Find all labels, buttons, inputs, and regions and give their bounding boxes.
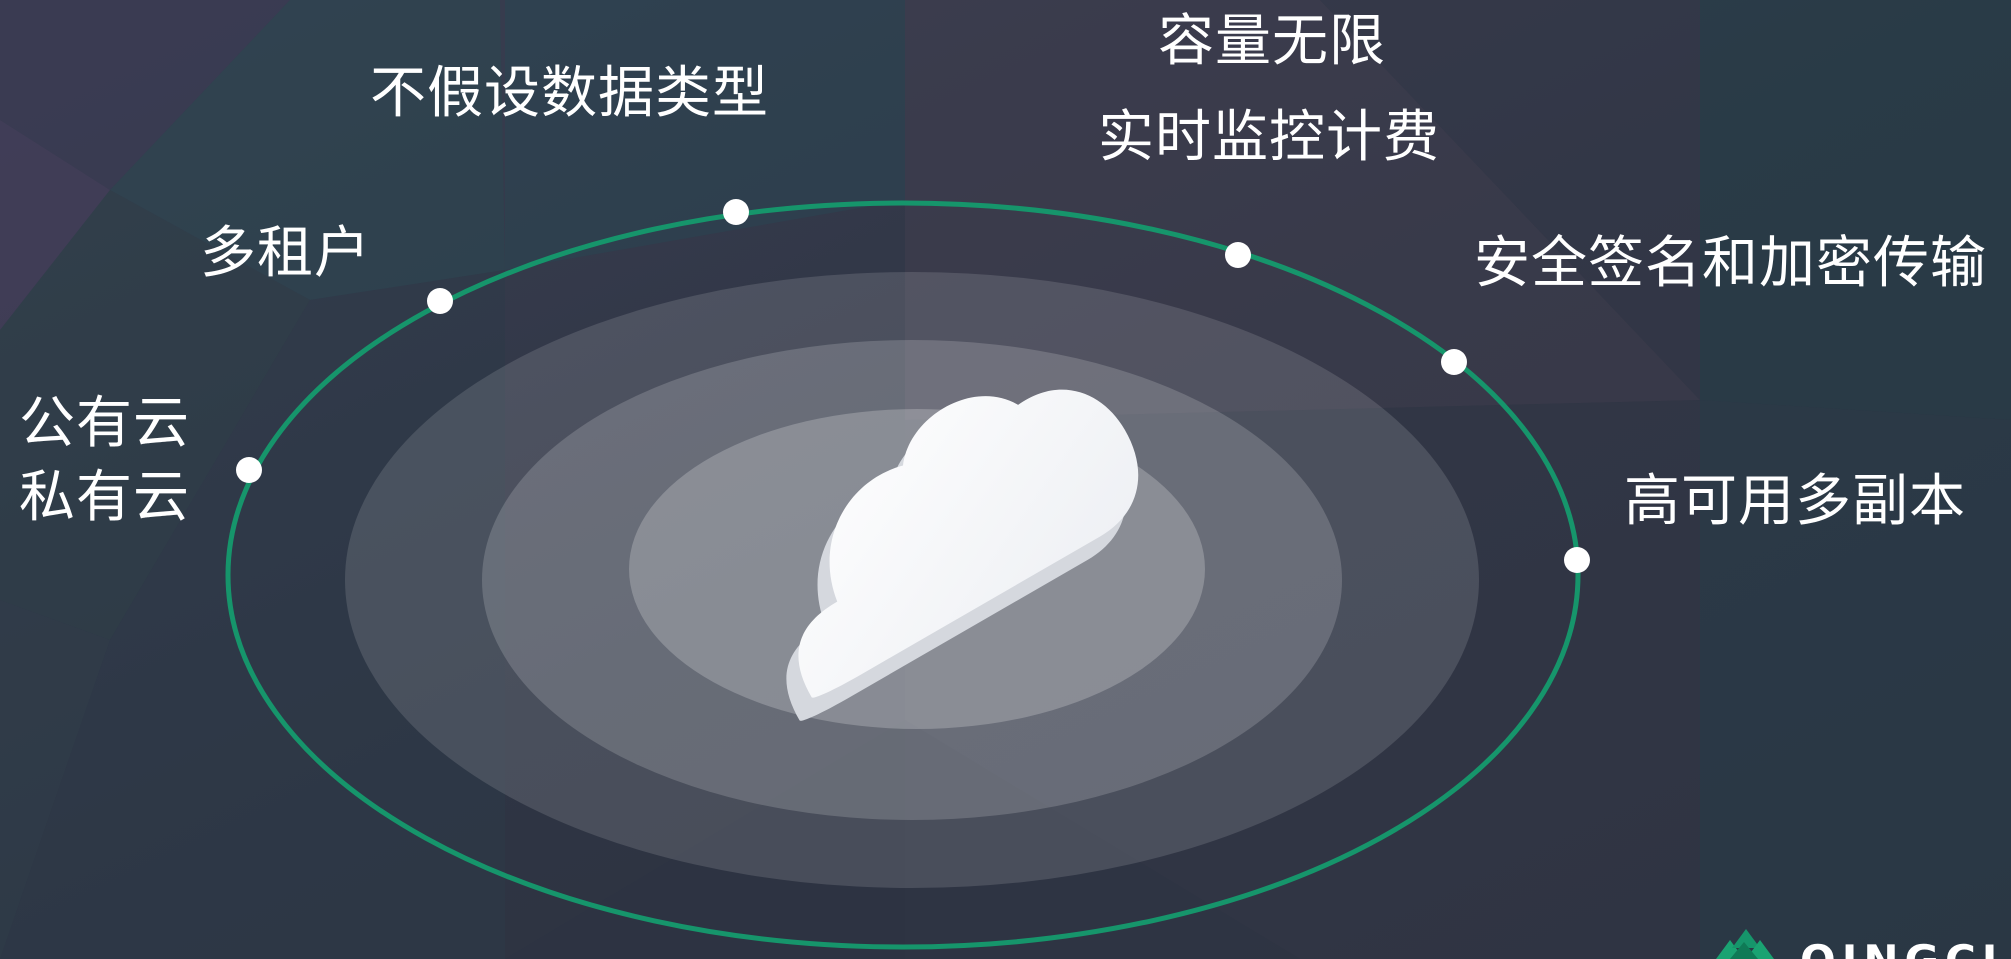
marker-dot-capacity-billing: [1225, 242, 1251, 268]
facet-shape: [905, 0, 1700, 420]
facet-shape: [110, 0, 505, 300]
cloud-icon-face: [798, 389, 1139, 698]
facet-shape: [0, 120, 110, 330]
facet-shape: [0, 190, 310, 640]
facet-shape: [1700, 400, 2011, 959]
marker-dot-public-private-cloud: [236, 457, 262, 483]
feature-label-high-availability: 高可用多副本: [1624, 469, 1966, 534]
feature-label-data-types: 不假设数据类型: [370, 61, 769, 126]
facet-shape: [0, 600, 110, 959]
facet-shape: [1700, 0, 2011, 420]
orbit-ring: [225, 200, 1581, 950]
qingcloud-logo-icon: [1716, 929, 1774, 959]
logo-leaf: [1732, 929, 1760, 948]
feature-label-multi-tenant: 多租户: [200, 221, 371, 286]
feature-label-public-cloud: 公有云: [19, 391, 190, 456]
marker-dot-high-availability: [1564, 547, 1590, 573]
orbit-markers: [236, 199, 1590, 573]
facet-shape: [1320, 0, 1700, 400]
facet-shape: [0, 0, 290, 190]
feature-label-billing: 实时监控计费: [1098, 105, 1440, 170]
feature-label-capacity: 容量无限: [1158, 9, 1386, 74]
brand-name: QINGCLOU: [1800, 936, 2011, 959]
facet-shape: [0, 270, 505, 959]
facet-shape: [505, 0, 905, 270]
cloud-icon: [786, 389, 1139, 721]
marker-dot-security: [1441, 349, 1467, 375]
logo-leaf: [1730, 942, 1758, 959]
feature-label-security: 安全签名和加密传输: [1474, 231, 1987, 296]
marker-dot-multi-tenant: [427, 288, 453, 314]
marker-dot-data-types: [723, 199, 749, 225]
feature-label-private-cloud: 私有云: [19, 465, 190, 530]
facet-shape: [505, 720, 1300, 959]
